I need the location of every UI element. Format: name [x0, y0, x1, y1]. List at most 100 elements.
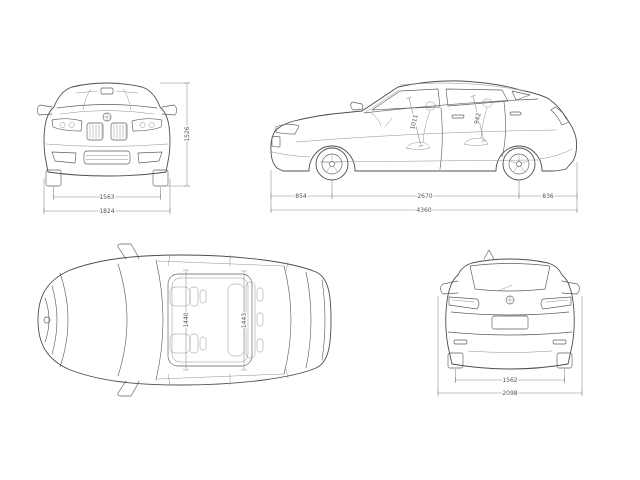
front-bumper-line [45, 143, 169, 147]
bmw-roundel-front-icon [102, 112, 112, 122]
rear-extension-lines [437, 296, 583, 395]
rear-dimensions: 1562 2098 [437, 296, 583, 398]
front-seat-headrest [425, 101, 436, 111]
front-wheel [315, 147, 349, 181]
rear-mirrors [440, 280, 580, 295]
wheelbase-label: 2670 [417, 193, 432, 200]
top-sunroof-inner [171, 277, 249, 363]
rear-body-outline [445, 258, 575, 370]
rear-reflector-right [552, 339, 567, 345]
front-headroom-label: 1011 [409, 114, 420, 131]
side-dimensions: 854 2670 836 4360 [270, 162, 578, 215]
side-segment-dim-line [270, 193, 578, 199]
side-door-shutlines [439, 101, 506, 170]
side-body-outline [270, 80, 578, 172]
side-character-line [295, 129, 557, 143]
rear-tire-circle [502, 147, 536, 181]
rear-seat-headrest [482, 98, 493, 108]
kidney-grille-left [86, 122, 104, 141]
rear-lower-bumper [467, 350, 553, 353]
front-windshield-base [56, 104, 158, 109]
front-center-intake [83, 150, 131, 165]
top-hood-shutline [59, 272, 69, 368]
rear-headroom-label: 942 [473, 112, 482, 125]
rear-roundel-quarters [505, 295, 515, 305]
rear-rim-circle [508, 153, 530, 175]
rear-bumper-line [447, 331, 573, 336]
rear-taillights [448, 296, 572, 310]
side-grille [271, 136, 281, 148]
taillight-details [451, 299, 569, 303]
rear-seat-backrest [480, 107, 488, 139]
top-seats [169, 281, 264, 359]
rear-width-label: 2098 [502, 390, 517, 397]
top-roof-edges [157, 260, 285, 380]
top-dimensions: 1440 1443 [182, 269, 249, 371]
rear-right-tire [556, 352, 573, 369]
bmw-roundel-rear-icon [505, 295, 515, 305]
rear-headrest-right [256, 338, 264, 353]
front-hub-circle [329, 161, 335, 167]
front-right-tire [152, 169, 169, 187]
rear-track-dim-line [455, 377, 565, 383]
top-body-outline [37, 254, 332, 386]
front-track-dim-line [53, 194, 161, 200]
front-right-seat-cushion [169, 333, 191, 354]
front-hood-creases [59, 88, 155, 115]
top-mirrors [117, 243, 140, 397]
bmw-roundel-top-icon [43, 316, 51, 324]
side-quarter-window [511, 90, 531, 101]
rear-track-label: 1562 [502, 377, 517, 384]
top-nose-lines [44, 285, 58, 355]
kidney-grille-slats [89, 124, 127, 139]
front-width-dim-label: 1824 [99, 208, 114, 215]
rear-wiper [497, 284, 513, 292]
front-left-seat-cushion [169, 286, 191, 307]
front-sun-visors [75, 90, 139, 94]
roundel-quarters [102, 112, 112, 122]
side-interior [369, 98, 493, 150]
front-tire-circle [315, 147, 349, 181]
front-height-dim-line [184, 82, 190, 187]
front-seat-cushion [405, 141, 431, 150]
front-overhang-label: 854 [295, 193, 307, 200]
rear-interior-width-label: 1443 [241, 313, 248, 328]
rear-overhang-label: 836 [542, 193, 554, 200]
front-body-outline [43, 82, 171, 177]
rear-left-tire [447, 352, 464, 369]
front-rim-circle [321, 153, 343, 175]
front-interior-width-dim-line [183, 269, 189, 371]
front-left-tire [45, 169, 62, 187]
side-headlight [275, 123, 300, 135]
rear-bench-backrest [245, 281, 256, 359]
headroom-dimensions: 1011 942 [406, 94, 487, 148]
antenna-fin-icon [483, 249, 495, 260]
front-height-dim-label: 1526 [184, 126, 191, 141]
top-view: 1440 1443 [37, 243, 332, 397]
rear-view: 1562 2098 [437, 249, 583, 398]
top-door-shutlines [167, 254, 289, 386]
rear-seat-cushion [463, 137, 489, 146]
rear-headroom-dim-line [470, 94, 487, 143]
side-windshield-inner [365, 89, 400, 113]
top-sunroof-outer [167, 273, 253, 367]
rear-wheel-spokes [509, 154, 529, 172]
front-door-handle [451, 114, 465, 119]
side-view: 1011 942 854 2670 836 4360 [270, 80, 578, 215]
side-front-window [371, 88, 441, 111]
top-windshield-top [155, 259, 164, 381]
side-beltline [363, 98, 539, 114]
steering-wheel [384, 117, 393, 128]
front-left-seat-headrest [199, 289, 207, 304]
side-extension-lines [270, 162, 578, 212]
side-rocker-line [319, 159, 539, 163]
rear-headrest-center [256, 312, 264, 327]
rear-interior-width-dim-line [241, 270, 247, 371]
side-taillight [550, 106, 570, 126]
front-headroom-dim-line [406, 96, 424, 148]
front-drl-rings [59, 122, 155, 128]
front-headlights [51, 118, 163, 132]
top-tailgate-edge [321, 279, 326, 361]
